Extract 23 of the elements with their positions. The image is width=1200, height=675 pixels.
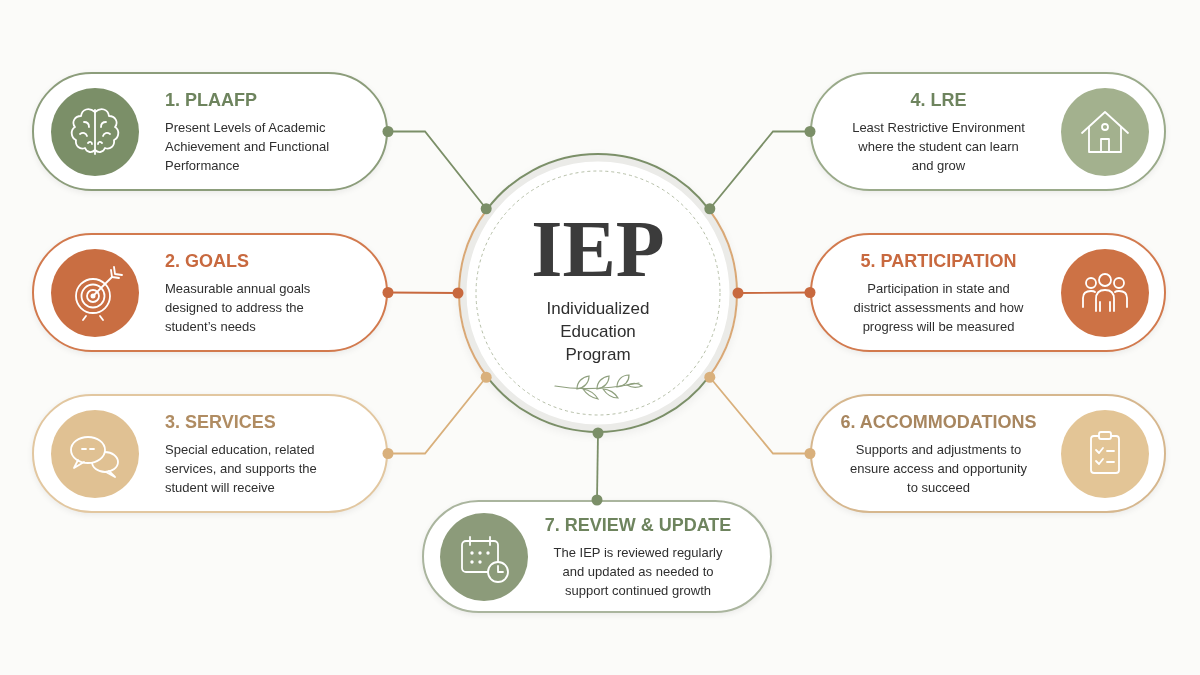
subtitle: Individualized Education Program bbox=[545, 298, 651, 366]
step-title: 2. GOALS bbox=[165, 249, 249, 272]
connector bbox=[382, 287, 464, 299]
step-title: 5. PARTICIPATION bbox=[860, 249, 1017, 272]
step-title: 3. SERVICES bbox=[165, 410, 276, 433]
connector bbox=[382, 371, 492, 459]
step-description: Special education, related services, and supports the student will receive bbox=[165, 440, 318, 497]
step-description: Present Levels of Academic Achievement and Functional Performance bbox=[165, 118, 331, 175]
step-title: 7. REVIEW & UPDATE bbox=[544, 513, 732, 536]
step-description: The IEP is reviewed regularly and updated as needed to support continued growth bbox=[552, 543, 724, 600]
connector bbox=[704, 126, 816, 215]
step-description: Measurable annual goals designed to address the student’s needs bbox=[165, 279, 312, 336]
connector bbox=[591, 427, 604, 506]
connector bbox=[732, 287, 816, 299]
connector bbox=[704, 371, 816, 459]
step-title: 6. ACCOMMODATIONS bbox=[840, 410, 1037, 433]
step-description: Least Restrictive Environment where the student can learn and grow bbox=[851, 118, 1026, 175]
connector bbox=[382, 126, 492, 215]
step-description: Supports and adjustments to ensure access and opportunity to succeed bbox=[848, 440, 1029, 497]
step-title: 1. PLAAFP bbox=[165, 88, 257, 111]
acronym-title: IEP bbox=[531, 209, 665, 289]
step-description: Participation in state and district assessments and how progress will be measured bbox=[852, 279, 1025, 336]
step-title: 4. LRE bbox=[910, 88, 967, 111]
